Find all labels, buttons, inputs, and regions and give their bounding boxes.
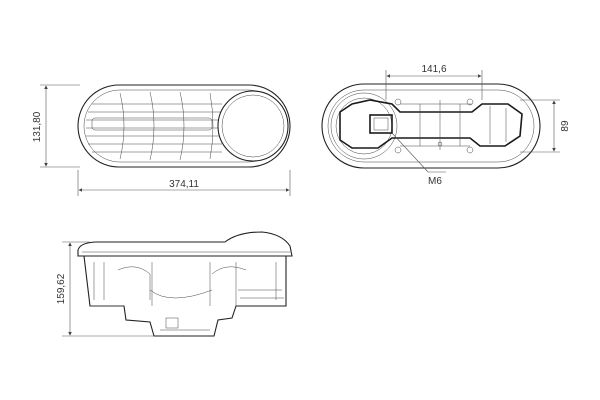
dim-spacing-bottom-view: 141,6 <box>385 64 483 100</box>
dim-overall-length-label: 374,11 <box>169 179 199 190</box>
dim-spacing-bottom-view-label: 141,6 <box>421 64 446 75</box>
dim-width-bottom-view: 89 <box>520 99 571 153</box>
dim-height-top-view: 131,80 <box>32 84 80 168</box>
bottom-view-outline <box>321 83 541 169</box>
bottom-view-terminal-box <box>369 114 393 134</box>
side-view <box>77 231 293 337</box>
top-view-socket <box>217 90 289 162</box>
dim-height-top-view-label: 131,80 <box>32 111 43 142</box>
dim-height-side-view: 159,62 <box>56 241 154 337</box>
callout-thread-label: M6 <box>428 176 442 187</box>
bottom-view-ribs <box>339 99 523 150</box>
top-view <box>77 84 291 168</box>
top-view-grille <box>86 91 222 161</box>
dim-width-bottom-view-label: 89 <box>560 120 571 132</box>
dim-overall-length: 374,11 <box>77 170 291 196</box>
side-view-body <box>83 255 287 337</box>
callout-thread: M6 <box>391 132 446 187</box>
bottom-view <box>321 83 541 169</box>
dim-height-side-view-label: 159,62 <box>56 273 67 304</box>
side-view-lid <box>77 231 293 257</box>
